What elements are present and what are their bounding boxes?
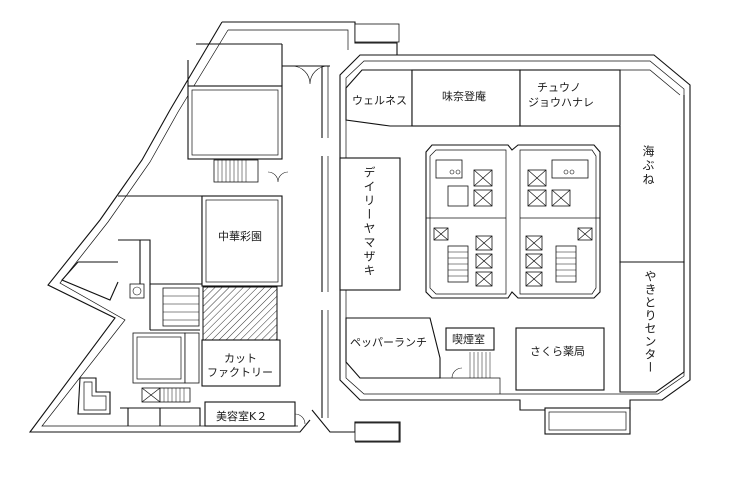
west-wing bbox=[28, 21, 398, 433]
west-stairs-top bbox=[213, 159, 259, 183]
label-pepper-lunch: ペッパーランチ bbox=[350, 336, 427, 349]
west-stairs-mid bbox=[162, 287, 200, 327]
elevator-group-se bbox=[525, 227, 593, 287]
central-core bbox=[425, 144, 601, 299]
label-sakura-pharmacy: さくら薬局 bbox=[530, 345, 585, 358]
label-cut-factory-2: ファクトリー bbox=[207, 366, 273, 379]
chuka-saien-area bbox=[201, 195, 283, 287]
west-service-block bbox=[132, 332, 186, 384]
label-misa-toan: 味奈登庵 bbox=[442, 89, 486, 103]
label-chuuno-1: チュウノ bbox=[537, 81, 581, 94]
beauty-k2-room bbox=[204, 401, 296, 427]
corridor-walls bbox=[311, 23, 401, 443]
label-daily-yamazaki: デイリーヤマザキ bbox=[362, 166, 376, 278]
smoking-room bbox=[445, 327, 495, 351]
elevator-group-ne bbox=[527, 159, 589, 207]
label-wellness: ウェルネス bbox=[352, 94, 407, 107]
label-yakitori: やきとりセンター bbox=[643, 270, 657, 374]
misa-toan-room bbox=[411, 69, 521, 127]
label-umibune: 海ぶね bbox=[641, 144, 655, 187]
sakura-pharmacy-room bbox=[515, 327, 605, 391]
daily-yamazaki-room bbox=[339, 157, 401, 291]
label-chuuno-2: ジョウハナレ bbox=[528, 96, 594, 109]
cut-factory-room bbox=[201, 339, 281, 387]
east-wing bbox=[339, 54, 691, 435]
chuuno-room bbox=[519, 69, 621, 127]
elevator-group-sw bbox=[433, 227, 493, 287]
label-beauty-k2: 美容室K２ bbox=[216, 409, 267, 423]
elevator-group-nw bbox=[435, 159, 493, 207]
west-top-room bbox=[187, 85, 283, 160]
label-cut-factory-1: カット bbox=[224, 352, 257, 365]
label-smoking-room: 喫煙室 bbox=[452, 332, 485, 346]
yakitori-room bbox=[619, 261, 685, 393]
label-chuka-saien: 中華彩園 bbox=[218, 230, 262, 243]
east-stairs-bottom bbox=[469, 352, 491, 378]
hatched-area bbox=[202, 286, 278, 341]
shop-labels: ウェルネス 味奈登庵 チュウノ ジョウハナレ 海ぶね デイリーヤマザキ やきとり… bbox=[207, 81, 657, 423]
